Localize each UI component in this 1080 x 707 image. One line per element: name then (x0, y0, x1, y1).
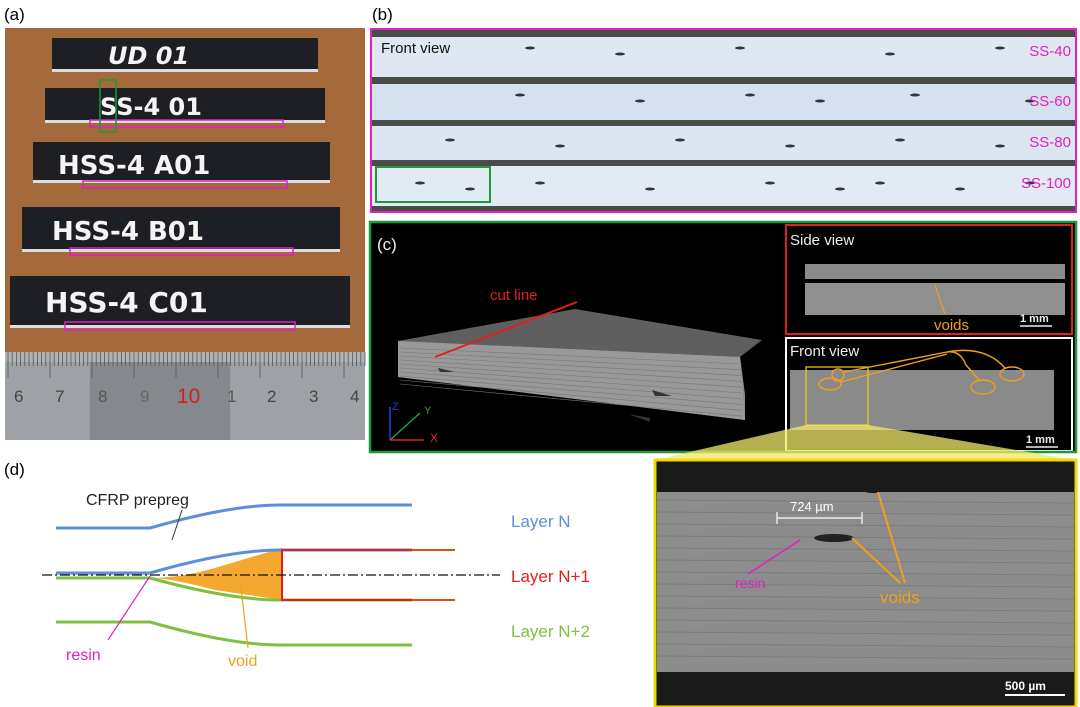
resin-label: resin (735, 575, 765, 591)
specimen-photo: UD 01 SS-4 01 HSS-4 A01 HSS-4 B01 HSS-4 … (5, 28, 366, 440)
side-view-title: Side view (790, 232, 854, 249)
ct-3d-block (398, 309, 762, 422)
svg-text:Y: Y (424, 405, 432, 417)
layer-label: Layer N+2 (511, 622, 590, 641)
specimen-label: HSS-4 C01 (45, 286, 208, 319)
ct-panel: (c) cut line Z Y X Side view (368, 220, 1078, 454)
specimen-label: SS-4 01 (100, 93, 202, 121)
panel-a-label: (a) (4, 5, 25, 24)
ruler: 6 7 8 9 10 1 2 3 4 (5, 352, 366, 440)
front-view: Front view 1 mm (785, 337, 1073, 452)
svg-text:10: 10 (177, 385, 200, 408)
void-schematic: (d) CFRP prepreg Layer N Layer N+1 Layer… (4, 460, 590, 670)
zoomed-front-view: 724 µm resin voids 500 µm (653, 458, 1078, 707)
voids-label: voids (880, 588, 920, 607)
svg-text:9: 9 (140, 387, 149, 406)
svg-text:1: 1 (227, 387, 236, 406)
svg-text:4: 4 (350, 387, 359, 406)
layer-label: Layer N+1 (511, 567, 590, 586)
front-view-label: Front view (381, 40, 450, 57)
resin-label: resin (66, 647, 101, 664)
svg-text:X: X (430, 431, 438, 445)
zoom-connector (655, 425, 1076, 460)
prepreg-label: CFRP prepreg (86, 492, 189, 509)
scale-bar-label: 1 mm (1020, 313, 1049, 325)
dimension-label: 724 µm (790, 499, 834, 514)
front-view-title: Front view (790, 343, 859, 360)
strip-label: SS-40 (1029, 43, 1071, 60)
side-view: Side view voids 1 mm (785, 224, 1073, 335)
axes-triad: Z Y X (389, 401, 438, 445)
cut-line-label: cut line (490, 287, 538, 304)
svg-text:Z: Z (392, 401, 399, 413)
svg-text:3: 3 (309, 387, 318, 406)
specimen-label: HSS-4 B01 (52, 217, 204, 247)
layer-label: Layer N (511, 512, 571, 531)
strip-label: SS-60 (1029, 93, 1071, 110)
front-view-strips: Front view SS-40 SS-60 SS-80 SS-100 (370, 28, 1077, 213)
panel-c-label: (c) (377, 235, 397, 254)
svg-text:7: 7 (55, 387, 64, 406)
svg-text:8: 8 (98, 387, 107, 406)
specimen-label: UD 01 (108, 42, 189, 70)
svg-text:6: 6 (14, 387, 23, 406)
panel-d-label: (d) (4, 460, 25, 479)
specimen-label: HSS-4 A01 (58, 151, 210, 181)
panel-b-label: (b) (372, 5, 393, 24)
scale-bar-label: 1 mm (1026, 434, 1055, 446)
voids-label: voids (934, 317, 969, 334)
strip-label: SS-80 (1029, 134, 1071, 151)
strip-label: SS-100 (1021, 175, 1071, 192)
svg-text:2: 2 (267, 387, 276, 406)
void-label: void (228, 653, 257, 670)
scale-bar-label: 500 µm (1005, 679, 1046, 693)
